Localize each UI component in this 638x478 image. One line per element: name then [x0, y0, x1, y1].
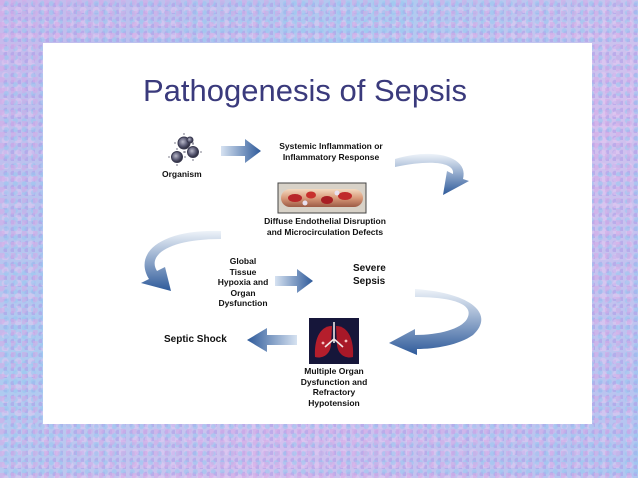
label-septic-shock: Septic Shock — [164, 334, 227, 345]
slide: Pathogenesis of Sepsis — [43, 43, 592, 424]
label-systemic-inflammation: Systemic Inflammation or Inflammatory Re… — [279, 141, 383, 162]
label-multiple-organ-dysfunction: Multiple Organ Dysfunction and Refractor… — [300, 366, 368, 408]
slide-title: Pathogenesis of Sepsis — [143, 73, 467, 108]
label-severe-sepsis: Severe Sepsis — [353, 263, 386, 287]
label-organism: Organism — [162, 169, 202, 179]
label-global-hypoxia: Global Tissue Hypoxia and Organ Dysfunct… — [217, 256, 269, 308]
arrow-hypoxia-to-severe-sepsis — [275, 269, 313, 293]
sepsis-flow-diagram — [141, 133, 482, 364]
arrow-organ-to-septic-shock — [247, 328, 297, 352]
organism-cells-icon — [168, 133, 202, 166]
curved-arrow-severe-sepsis-to-organ — [389, 289, 482, 355]
curved-arrow-endothelial-to-hypoxia — [141, 230, 221, 291]
arrow-organism-to-inflammation — [221, 139, 261, 163]
label-endothelial-disruption: Diffuse Endothelial Disruption and Micro… — [264, 216, 386, 237]
blood-vessel-icon — [277, 182, 367, 214]
lungs-icon — [309, 318, 359, 364]
curved-arrow-inflammation-to-endothelial — [395, 153, 469, 195]
